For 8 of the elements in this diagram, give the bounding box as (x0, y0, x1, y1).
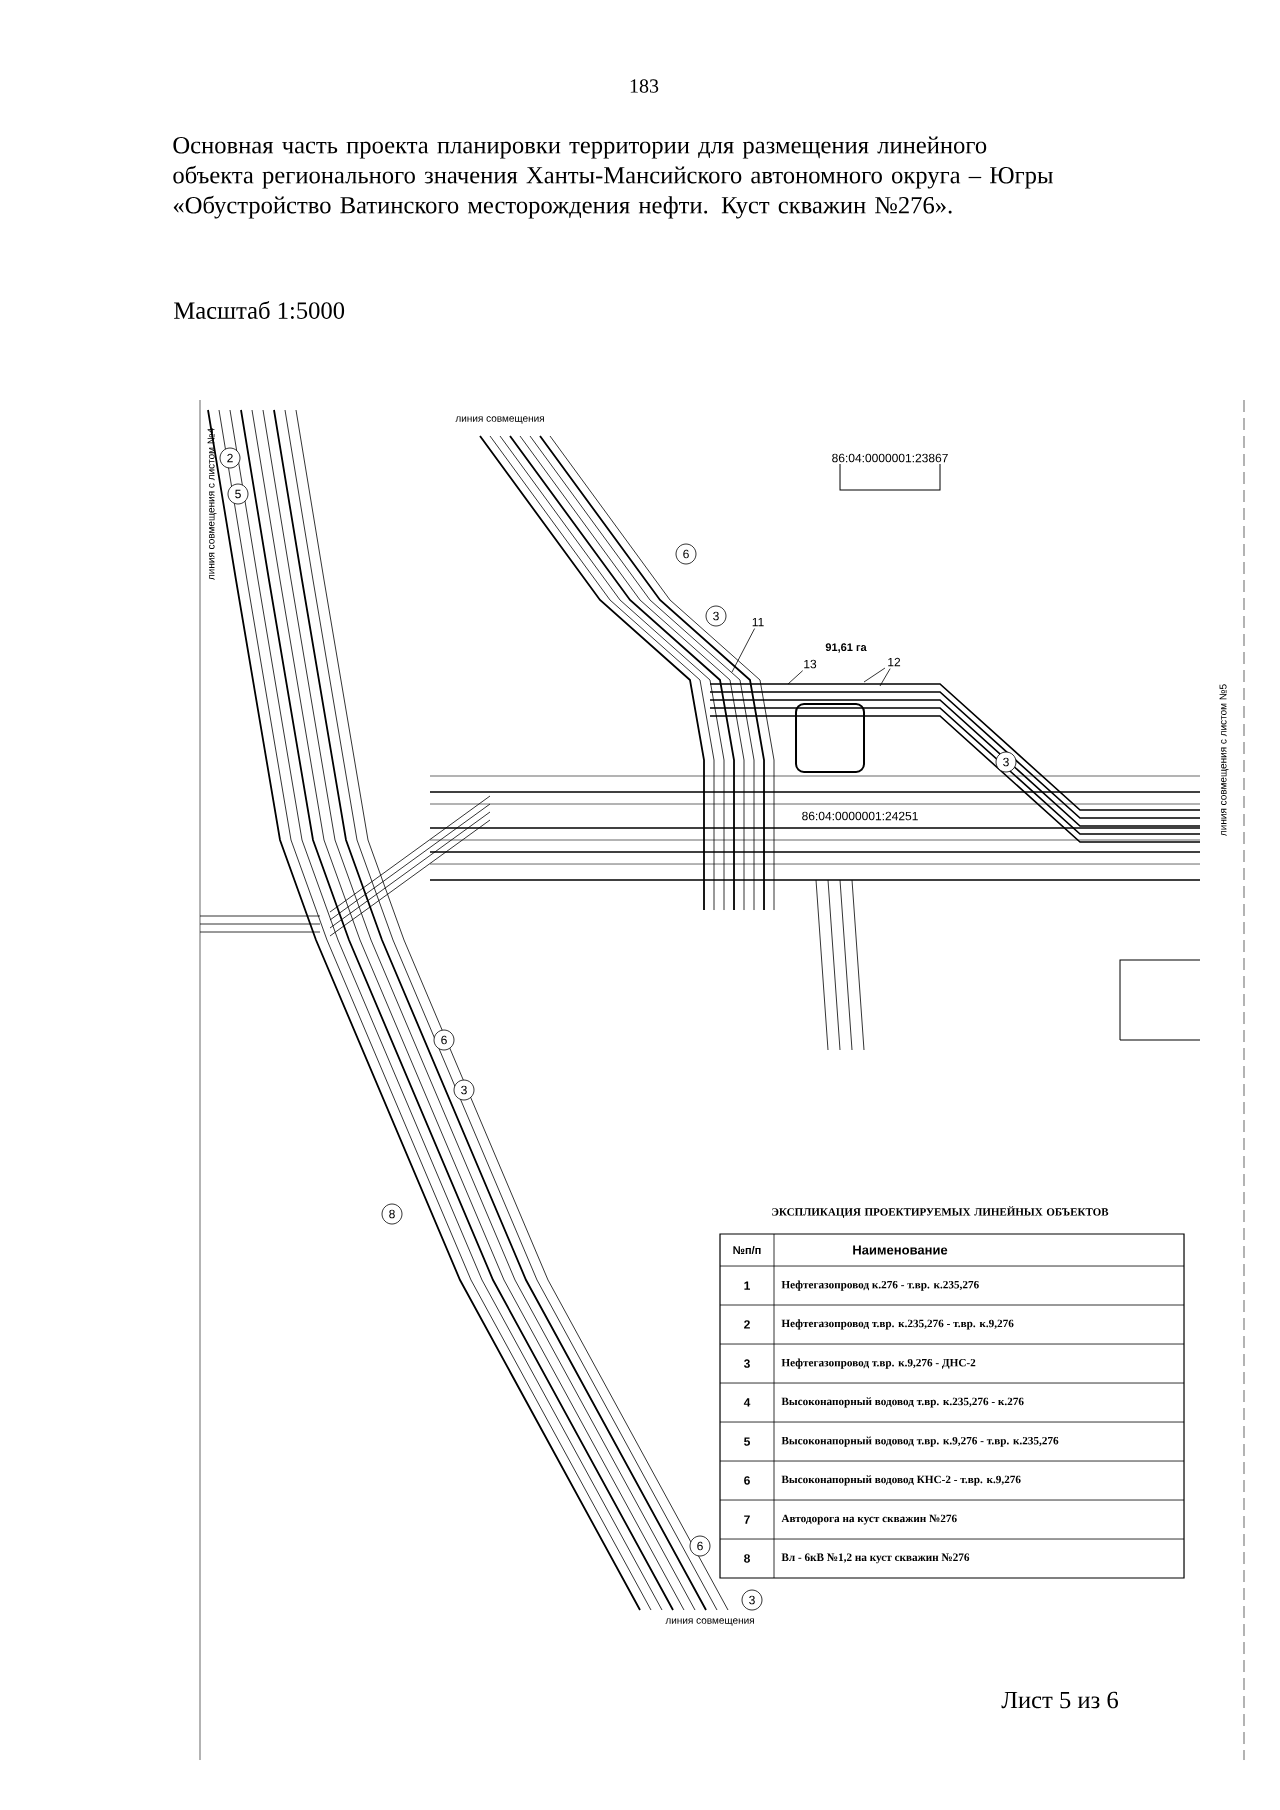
leader-line (863, 667, 886, 683)
leader-line (731, 628, 755, 673)
leader-line (787, 670, 804, 685)
leader-line (879, 668, 891, 687)
title: Основная часть проекта планировки территории для размещения линейного объекта регионального значения Ханты-Мансийского автономного округа – Югры «Обустройство Ватинского месторождения нефти. Куст скважин №276». (173, 136, 1053, 219)
scale-note: Масштаб 1:5000 (174, 301, 345, 319)
page-number: 183 (630, 79, 659, 93)
sheet-number: Лист 5 из 6 (1001, 1691, 1118, 1709)
